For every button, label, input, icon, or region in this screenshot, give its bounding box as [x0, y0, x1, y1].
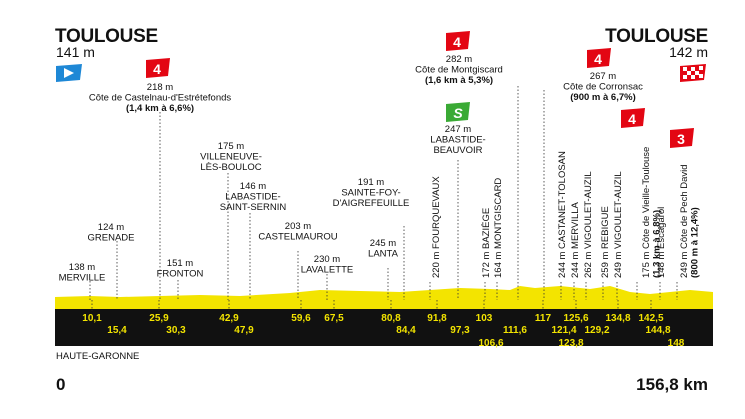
km-marker: 111,6: [503, 325, 527, 336]
km-marker: 80,8: [381, 313, 401, 324]
km-marker: 103: [476, 313, 493, 324]
km-marker: 125,6: [563, 313, 588, 324]
place-label-vertical: 249 m VIGOULET-AUZIL: [613, 171, 624, 278]
km-marker: 59,6: [291, 313, 311, 324]
km-marker: 142,5: [638, 313, 663, 324]
km-markers: 10,1 15,4 25,930,3 42,947,9 59,6 67,5 80,884,4…: [82, 313, 685, 349]
km-marker: 134,8: [605, 313, 630, 324]
km-marker: 91,8: [427, 313, 447, 324]
road-band: [55, 309, 713, 346]
leader-lines: [89, 86, 678, 311]
start-city: TOULOUSE: [55, 26, 158, 47]
climb-category-badge-icon: 4: [446, 31, 470, 51]
finish-flag-icon: [680, 64, 706, 82]
place-label-vertical: 175 m Côte de Vieille-Toulouse(1,3 km à …: [641, 147, 663, 278]
finish-city: TOULOUSE: [605, 26, 708, 47]
climb-category-badge-icon: 3: [670, 128, 694, 148]
km-marker: 129,2: [584, 325, 609, 336]
place-label-vertical: 249 m Côte de Pech David(800 m à 12,4%): [679, 164, 701, 278]
climb-category-badge-icon: 4: [587, 48, 611, 68]
km-marker: 123,8: [558, 338, 583, 349]
climb-category-label: 4: [453, 34, 461, 50]
place-label-vertical: 244 m MERVILLA: [570, 201, 581, 278]
climb-category-label: 4: [153, 61, 161, 77]
km-marker: 117: [535, 313, 552, 324]
climb-category-label: 4: [628, 111, 636, 127]
climb-category-badge-icon: 4: [146, 58, 170, 78]
km-marker: 42,9: [219, 313, 239, 324]
start-altitude: 141 m: [56, 44, 95, 60]
km-marker: 67,5: [324, 313, 344, 324]
km-marker: 106,6: [478, 338, 503, 349]
place-label-vertical: 172 m BAZIÈGE: [481, 208, 492, 278]
km-marker: 148: [668, 338, 685, 349]
start-flag-icon: [56, 64, 82, 82]
km-marker: 15,4: [107, 325, 127, 336]
department-label: HAUTE-GARONNE: [56, 351, 140, 362]
sprint-label: S: [453, 105, 463, 121]
km-marker: 30,3: [166, 325, 186, 336]
climb-category-label: 3: [677, 131, 685, 147]
total-distance: 156,8 km: [636, 375, 708, 394]
place-label-vertical: 220 m FOURQUEVAUX: [431, 176, 442, 278]
finish-altitude: 142 m: [669, 44, 708, 60]
km-marker: 84,4: [396, 325, 416, 336]
place-label-vertical: 244 m CASTANET-TOLOSAN: [557, 151, 568, 278]
km-marker: 144,8: [645, 325, 670, 336]
km-marker: 121,4: [551, 325, 576, 336]
elevation-profile: [55, 286, 713, 309]
start-km: 0: [56, 375, 66, 394]
climb-category-label: 4: [594, 51, 602, 67]
km-marker: 25,9: [149, 313, 169, 324]
km-marker: 10,1: [82, 313, 102, 324]
sprint-badge-icon: S: [446, 102, 470, 122]
climb-category-badge-icon: 4: [621, 108, 645, 128]
place-label-vertical: 262 m VIGOULET-AUZIL: [583, 171, 594, 278]
place-label-vertical: 164 m MONTGISCARD: [493, 178, 504, 278]
place-label-vertical: 259 m REBIGUE: [600, 206, 611, 278]
km-marker: 47,9: [234, 325, 254, 336]
place-label-vertical: 148 m Escagarol: [656, 207, 667, 278]
km-marker: 97,3: [450, 325, 470, 336]
